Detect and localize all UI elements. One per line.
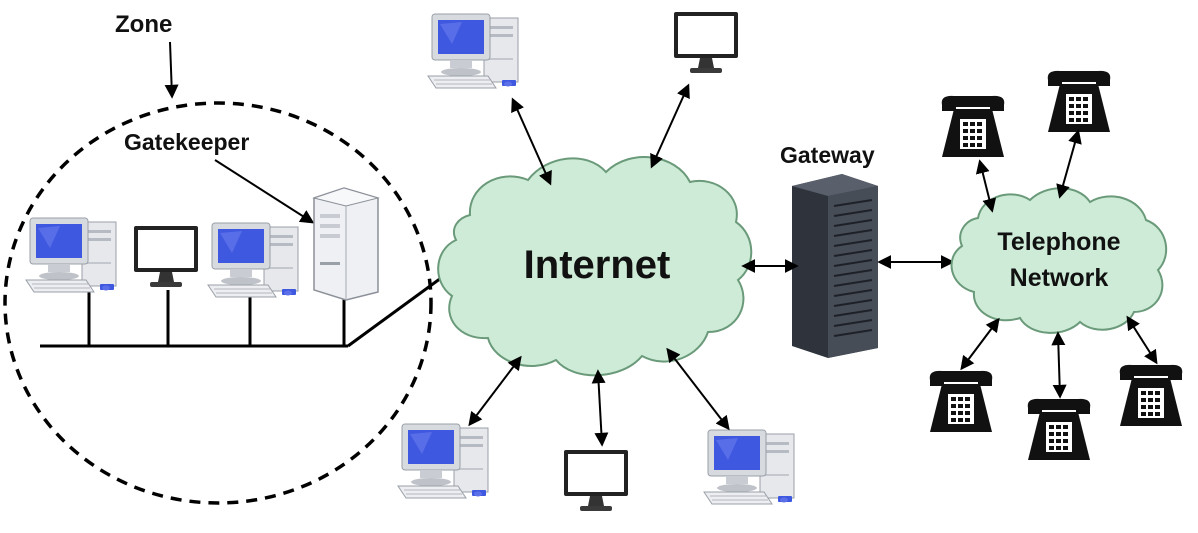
link-top-desktop xyxy=(511,97,552,186)
zone-monitor-icon xyxy=(134,226,198,287)
zone-desktop-computer-icon-2 xyxy=(207,222,299,298)
lan-to-internet-link xyxy=(347,268,453,348)
link-phone-bottom-center xyxy=(1051,331,1067,399)
gatekeeper-pointer-arrow xyxy=(214,159,315,224)
telephone-network-label-line1: Telephone xyxy=(997,228,1120,256)
zone-desktop-computer-icon xyxy=(25,217,117,293)
link-bottom-monitor xyxy=(591,369,609,447)
gateway-rack-server-icon xyxy=(792,174,878,358)
link-bottom-desktop xyxy=(468,355,522,427)
telephone-network-cloud-icon xyxy=(950,187,1167,334)
link-top-monitor xyxy=(650,83,690,169)
gatekeeper-server-tower-icon xyxy=(312,187,380,301)
link-phone-bottom-left xyxy=(960,317,1000,371)
bottom-right-desktop-computer-icon xyxy=(703,429,795,505)
internet-label: Internet xyxy=(524,243,671,287)
telephone-icon-top-right xyxy=(1047,70,1111,132)
telephone-network-label-line2: Network xyxy=(1010,264,1109,292)
gateway-label: Gateway xyxy=(780,142,875,168)
link-phone-bottom-right xyxy=(1126,315,1158,365)
top-monitor-icon xyxy=(674,12,738,73)
zone-pointer-arrow xyxy=(164,41,179,99)
zone-label: Zone xyxy=(115,11,172,38)
telephone-icon-top-left xyxy=(941,95,1005,157)
zone-boundary xyxy=(3,101,433,505)
top-desktop-computer-icon xyxy=(427,13,519,89)
link-phone-top-left xyxy=(975,159,997,213)
bottom-desktop-computer-icon xyxy=(397,423,489,499)
gatekeeper-label: Gatekeeper xyxy=(124,129,249,155)
telephone-icon-bottom-center xyxy=(1027,398,1091,460)
internet-cloud-icon xyxy=(437,156,753,377)
link-phone-top-right xyxy=(1056,129,1082,199)
link-bottom-right-desktop xyxy=(666,347,730,431)
bottom-monitor-icon xyxy=(564,450,628,511)
telephone-icon-bottom-left xyxy=(929,370,993,432)
telephone-icon-bottom-right xyxy=(1119,364,1183,426)
